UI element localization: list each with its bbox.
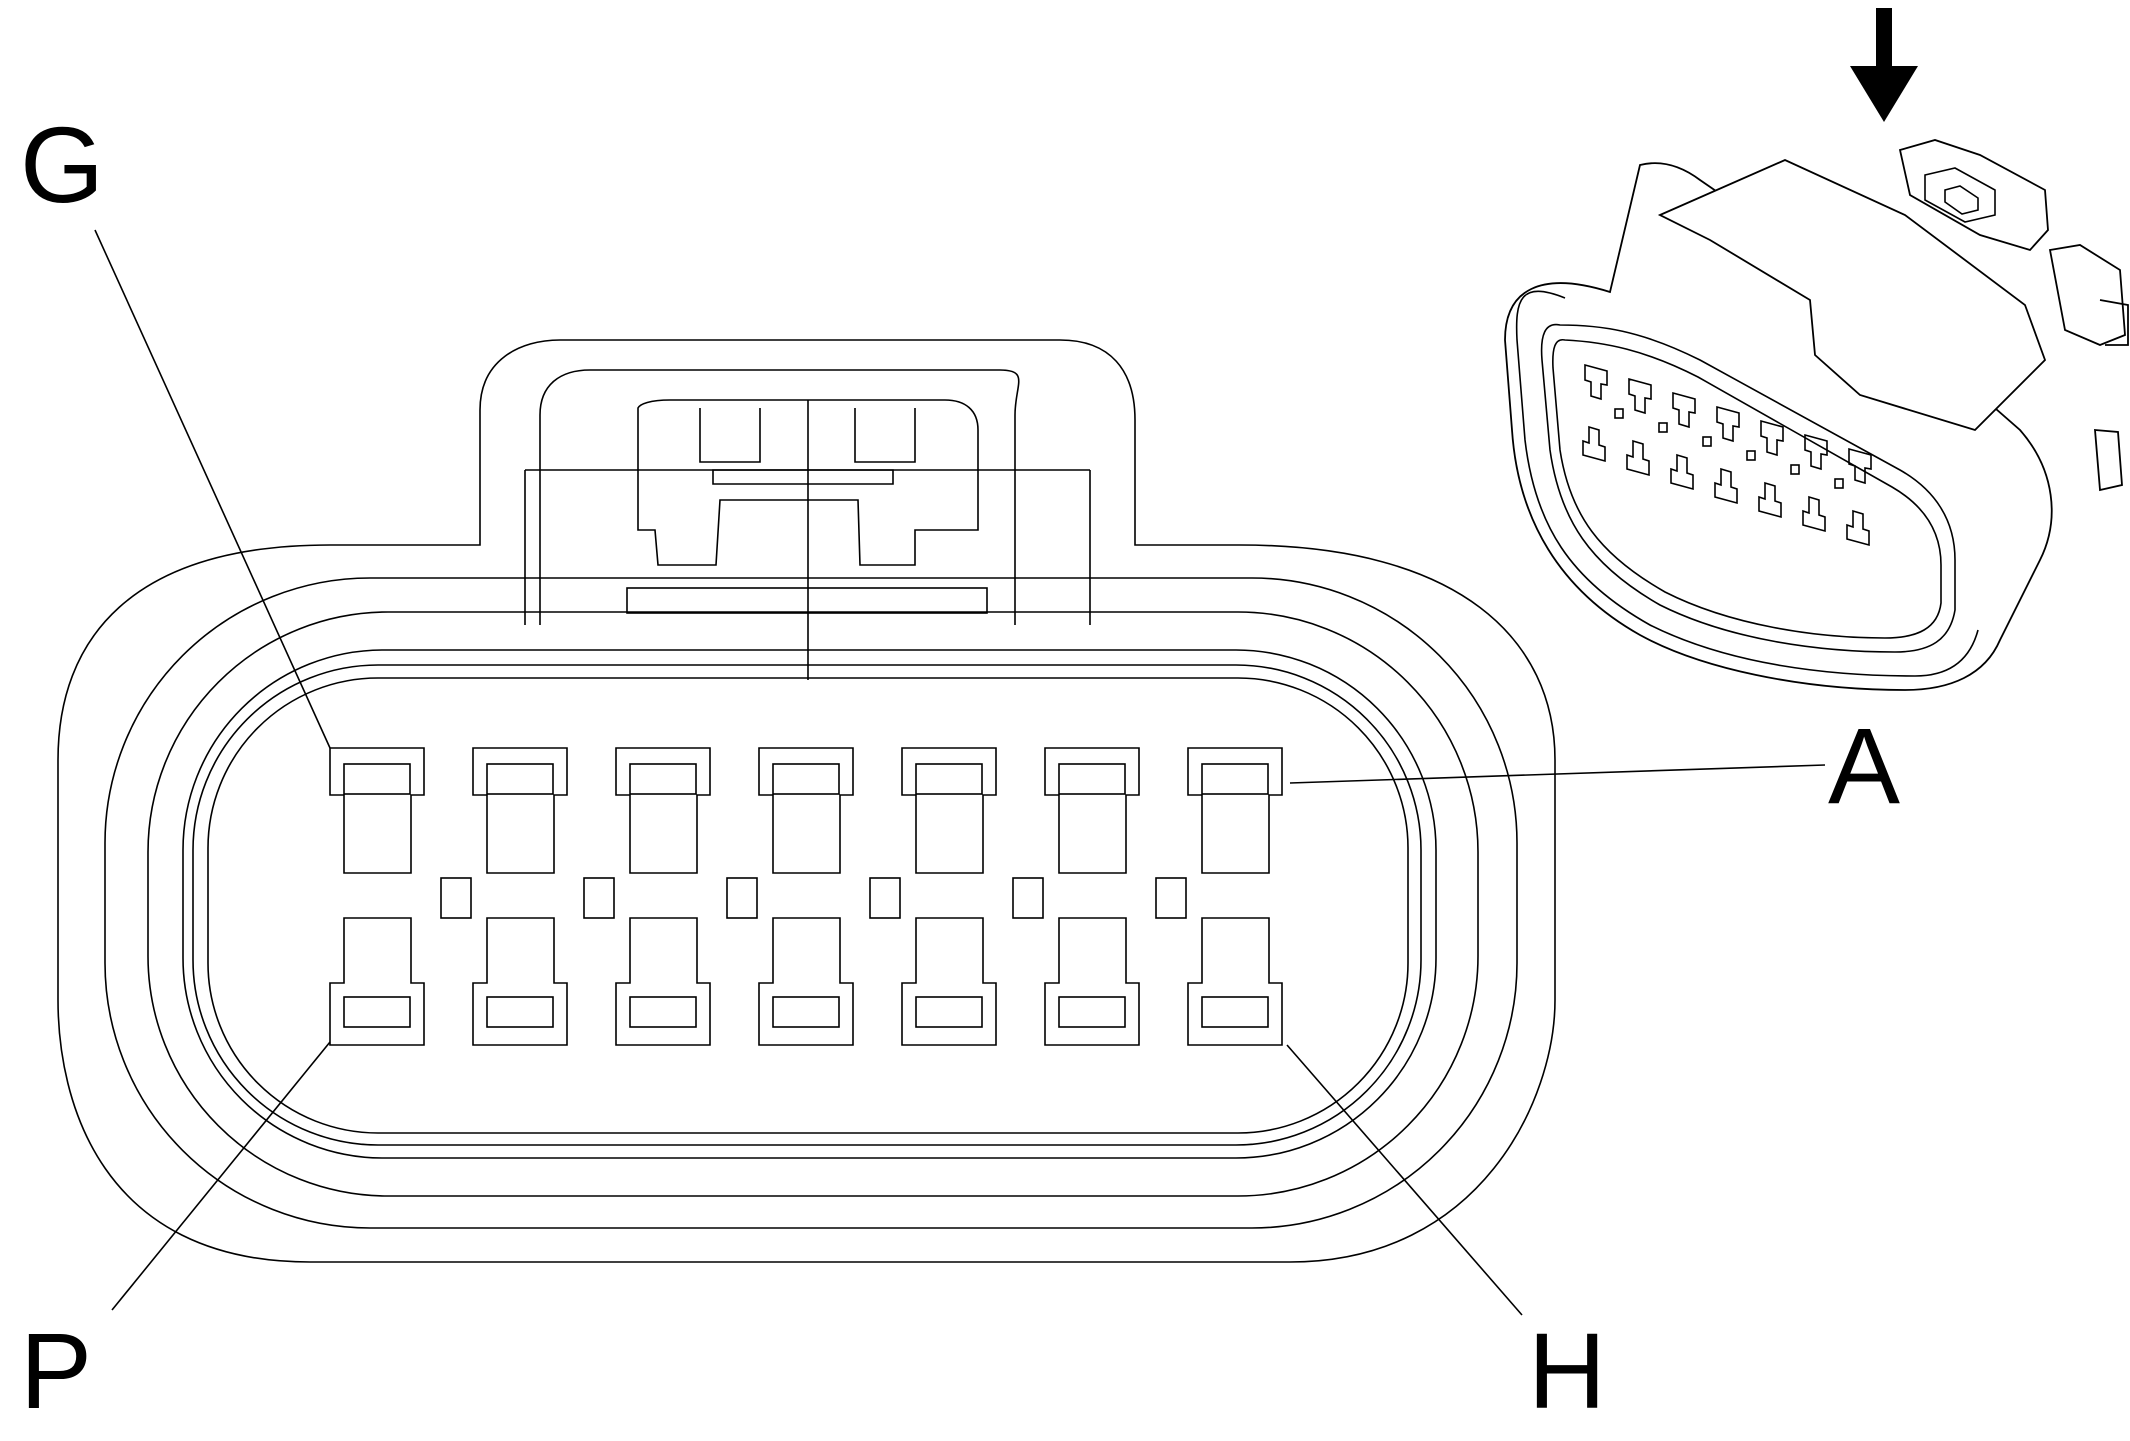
cavity-top (615, 747, 711, 874)
cavity-field-inner (207, 677, 1409, 1134)
leader-lines (94, 229, 1826, 1316)
terminal-slot (772, 763, 840, 795)
iso-polarization-key (1702, 436, 1712, 447)
cavity-bottom (1187, 917, 1283, 1046)
terminal-slot (629, 996, 697, 1028)
terminal-slot (915, 996, 983, 1028)
iso-outer-shell (1504, 162, 2053, 691)
cavity-top (329, 747, 425, 874)
connector-housing (57, 339, 1556, 1263)
cavity-bottom (472, 917, 568, 1046)
iso-polarization-key (1746, 450, 1756, 461)
iso-cavity-bottom (1670, 453, 1694, 491)
connector-isometric-view (1504, 139, 2129, 691)
iso-cavity-grid (1582, 363, 1872, 547)
polarization-key (1012, 877, 1044, 919)
terminal-slot (486, 996, 554, 1028)
cavity-top (1187, 747, 1283, 874)
terminal-slot (915, 763, 983, 795)
polarization-key (583, 877, 615, 919)
label-a: A (1828, 705, 1900, 826)
leader-line-a (1289, 764, 1826, 784)
cavity-field-outer (192, 664, 1422, 1146)
iso-cavity-top (1804, 433, 1828, 471)
polarization-key (869, 877, 901, 919)
housing-outer-outline (57, 339, 1556, 1263)
iso-cavity-top (1628, 377, 1652, 415)
leader-line-g (94, 229, 331, 749)
cavity-top (1044, 747, 1140, 874)
iso-cavity-top (1760, 419, 1784, 457)
iso-cavity-bottom (1626, 439, 1650, 477)
iso-cavity-top (1716, 405, 1740, 443)
iso-cavity-top (1584, 363, 1608, 401)
terminal-slot (343, 996, 411, 1028)
iso-cavity-bottom (1714, 467, 1738, 505)
terminal-slot (486, 763, 554, 795)
iso-cavity-bottom (1802, 495, 1826, 533)
label-p: P (20, 1310, 92, 1431)
shroud-ring-2 (147, 611, 1479, 1197)
polarization-key (440, 877, 472, 919)
iso-cavity-bottom (1846, 509, 1870, 547)
cavity-top (901, 747, 997, 874)
iso-polarization-key (1614, 408, 1624, 419)
iso-rear-tab (2048, 244, 2129, 346)
iso-face-ring-2 (1540, 323, 1956, 653)
cavity-bottom (758, 917, 854, 1046)
latch-tongue (637, 399, 979, 566)
cavity-bottom (901, 917, 997, 1046)
terminal-slot (343, 763, 411, 795)
leader-line-p (111, 1041, 331, 1311)
terminal-slot (1201, 996, 1269, 1028)
terminal-slot (1058, 763, 1126, 795)
cavity-bottom (329, 917, 425, 1046)
polarization-key (726, 877, 758, 919)
latch (524, 369, 1091, 680)
label-g: G (20, 104, 104, 225)
label-h: H (1528, 1310, 1606, 1431)
terminal-slot (1058, 996, 1126, 1028)
iso-polarization-key (1658, 422, 1668, 433)
iso-face-ring-3 (1552, 339, 1942, 639)
terminal-slot (772, 996, 840, 1028)
iso-polarization-key (1790, 464, 1800, 475)
cavity-top (758, 747, 854, 874)
iso-polarization-key (1834, 478, 1844, 489)
iso-latch-window (1924, 167, 1996, 223)
shroud-ring-3 (182, 649, 1437, 1159)
iso-rear-tab-2 (2094, 429, 2123, 492)
iso-face-ring-1 (1515, 290, 1979, 677)
latch-housing (539, 369, 1020, 470)
terminal-slot (1201, 763, 1269, 795)
latch-detail (699, 408, 916, 485)
cavity-bottom (1044, 917, 1140, 1046)
iso-cavity-bottom (1758, 481, 1782, 519)
shroud-ring-1 (104, 577, 1518, 1229)
cavity-bottom (615, 917, 711, 1046)
terminal-slot (629, 763, 697, 795)
iso-cavity-top (1848, 447, 1872, 485)
iso-cavity-top (1672, 391, 1696, 429)
latch-opening (539, 470, 1016, 625)
iso-top-body (1657, 159, 2047, 432)
latch-base-plate (626, 587, 988, 614)
cavity-grid (329, 747, 1283, 1046)
cavity-top (472, 747, 568, 874)
iso-cavity-bottom (1582, 425, 1606, 463)
polarization-key (1155, 877, 1187, 919)
leader-line-h (1286, 1044, 1523, 1316)
down-arrow-icon (1850, 8, 1918, 122)
